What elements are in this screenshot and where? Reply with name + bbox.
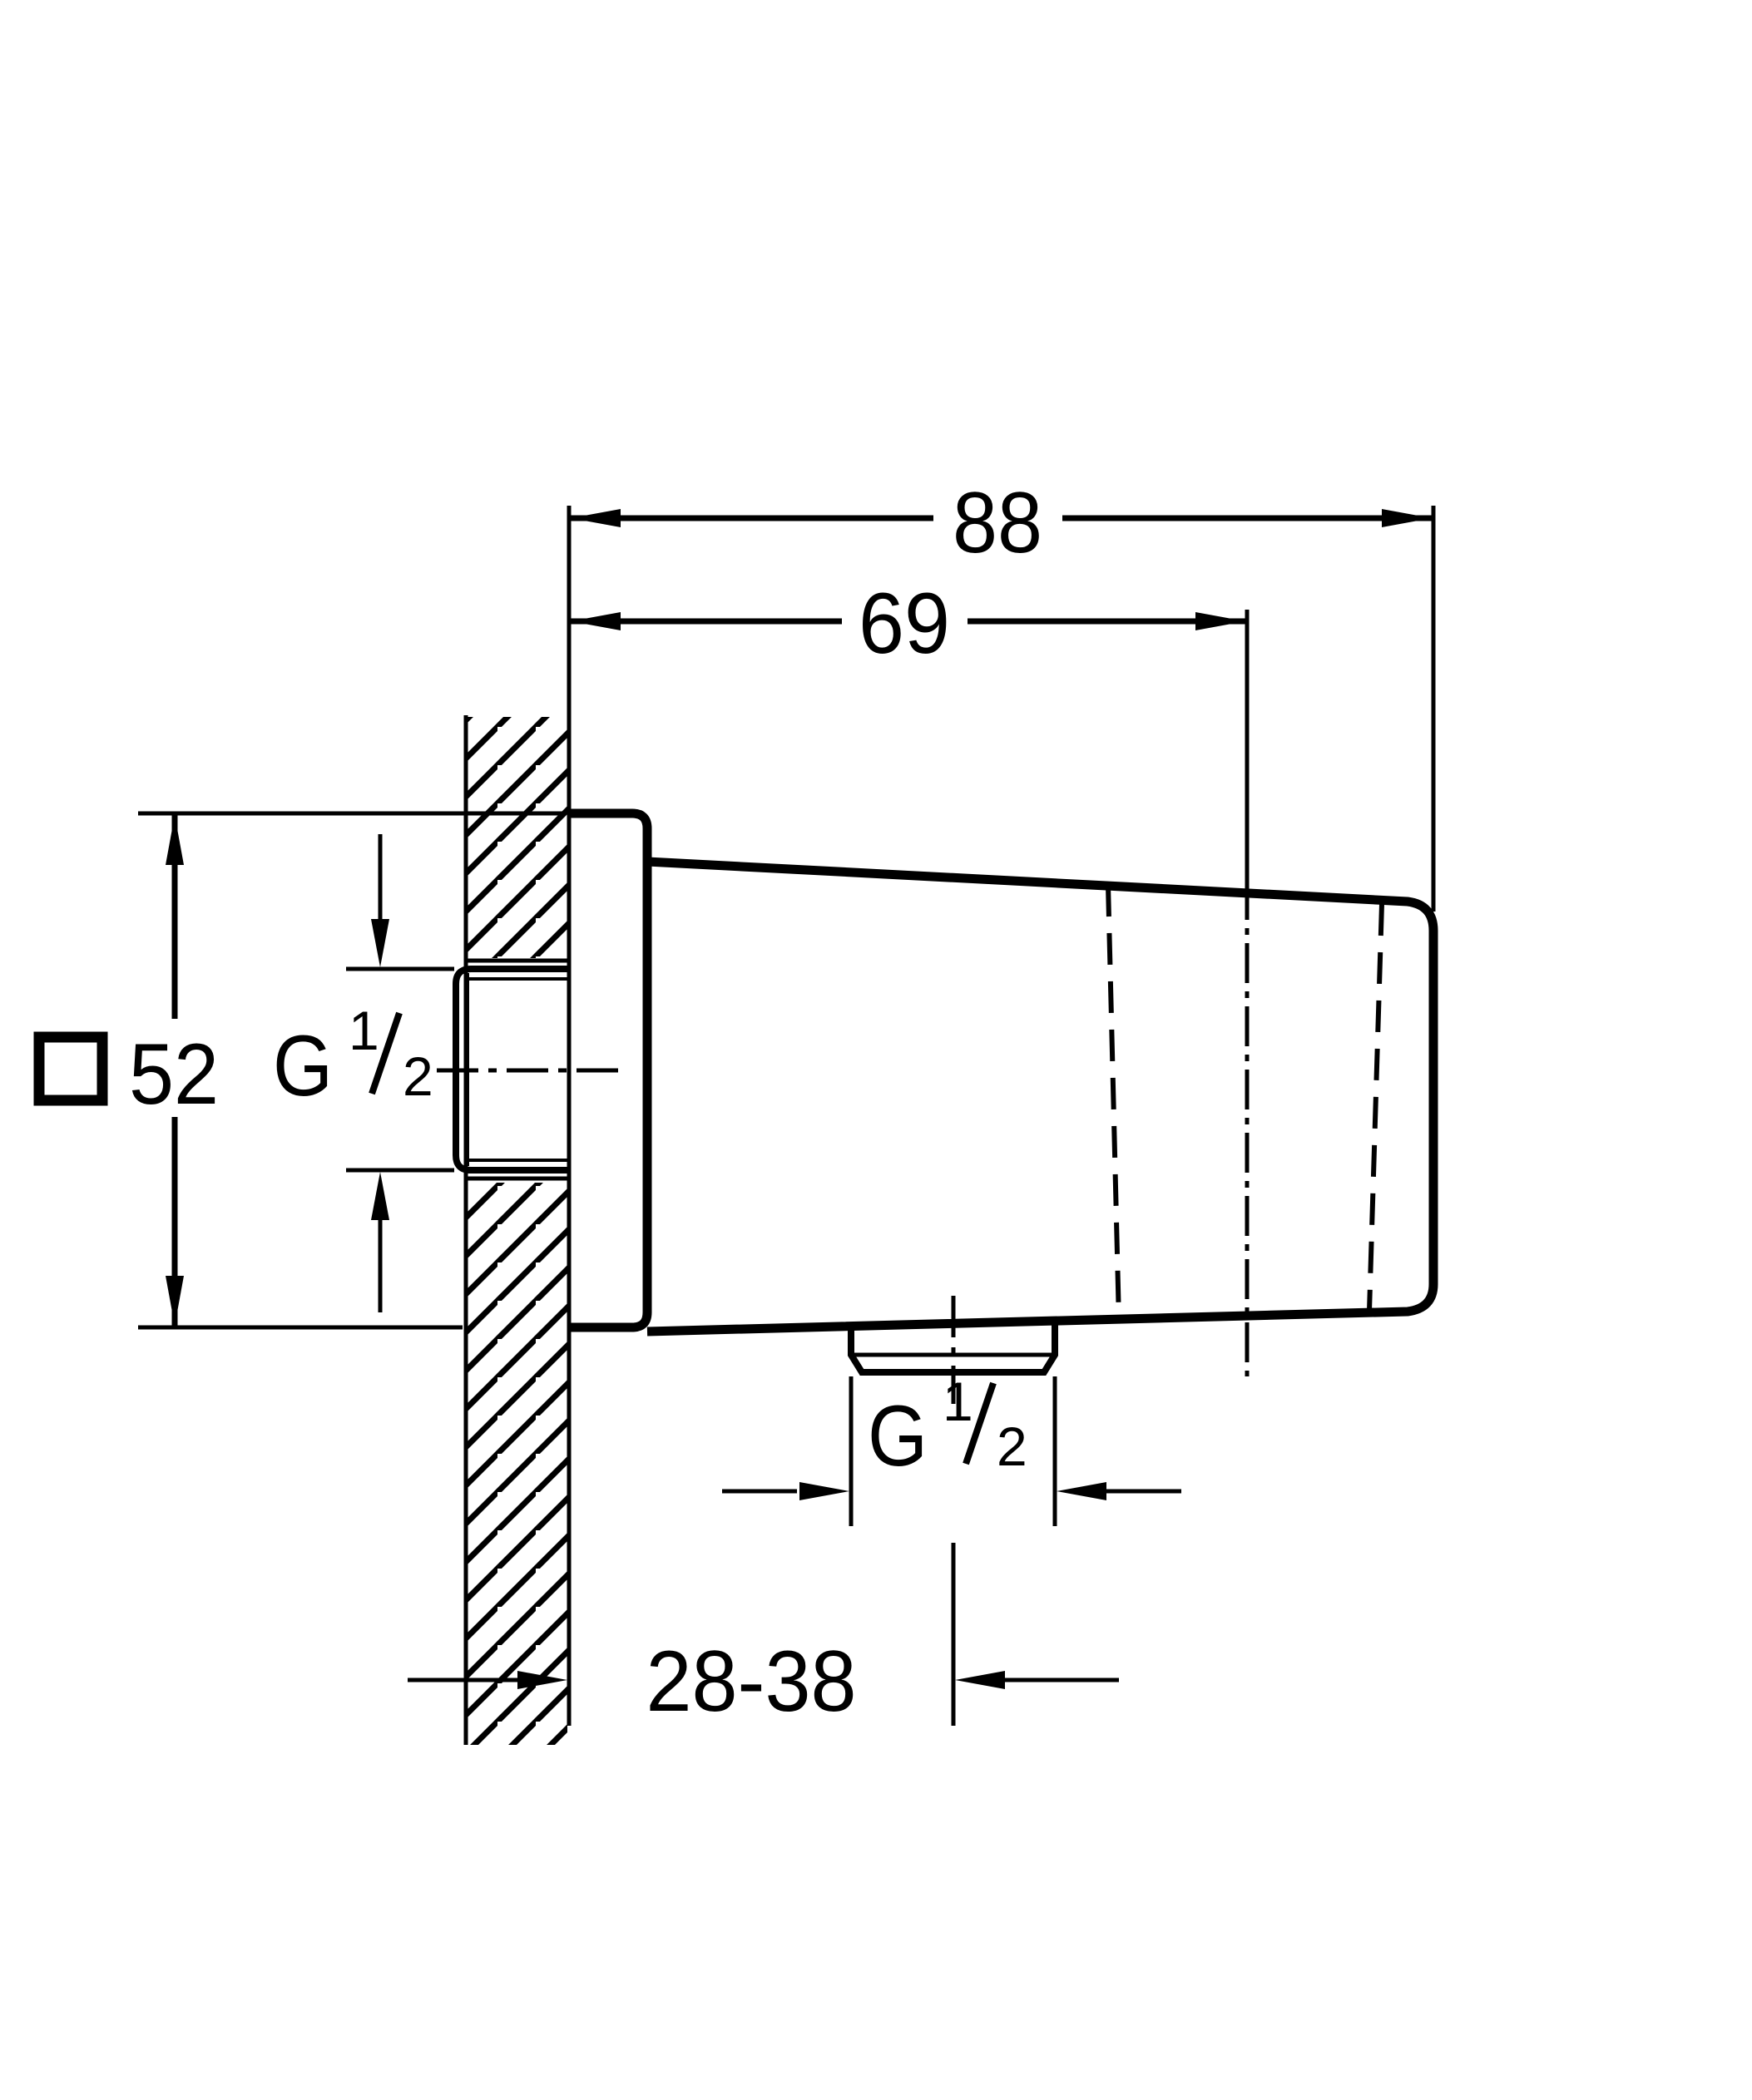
outlet-dim-right-arrowhead	[1057, 1482, 1106, 1500]
inlet-thread-fraction-slash	[369, 1011, 403, 1095]
outlet-thread-numerator: 1	[943, 1371, 973, 1432]
square-symbol	[33, 1031, 108, 1106]
dim69-value: 69	[859, 576, 950, 672]
wall-hatching-lower	[468, 1183, 567, 1745]
dim52-bottom-arrowhead	[166, 1276, 184, 1326]
dim52-value: 52	[129, 1026, 219, 1123]
elbow-body	[646, 857, 1438, 1337]
outlet-dim-left-arrowhead	[799, 1482, 849, 1500]
dim88-right-arrowhead	[1382, 509, 1432, 527]
dimension-escutcheon: 52	[33, 811, 566, 1330]
escutcheon-flange	[569, 808, 652, 1332]
inlet-dim-lower-arrowhead	[371, 1172, 389, 1220]
dim88-value: 88	[953, 475, 1042, 571]
dim2838-left-arrowhead	[517, 1671, 567, 1689]
outlet-thread-label: G 1 2	[868, 1371, 1027, 1485]
outlet-thread-prefix: G	[868, 1388, 928, 1485]
body-outline	[646, 857, 1438, 1337]
inlet-thread-dimension	[346, 834, 454, 1312]
inlet-thread-numerator: 1	[349, 1000, 379, 1061]
dimension-wall-depth: 28-38	[408, 1633, 1119, 1730]
wall-section	[463, 506, 572, 1745]
dim2838-right-arrowhead	[955, 1671, 1005, 1689]
dimension-overall-width: 88	[569, 475, 1436, 912]
body-hidden-edge-left	[1106, 884, 1121, 1322]
dimension-wall-to-axis: 69	[569, 576, 1247, 672]
outlet-width-dimension	[722, 1376, 1181, 1526]
inlet-dim-upper-arrowhead	[371, 919, 389, 967]
outlet-thread-denominator: 2	[997, 1416, 1027, 1477]
inlet-thread-label: G 1 2	[273, 1000, 433, 1114]
inlet-thread-denominator: 2	[403, 1045, 433, 1107]
dim88-left-arrowhead	[571, 509, 621, 527]
body-hidden-edge-right	[1367, 903, 1384, 1312]
dim52-top-arrowhead	[166, 815, 184, 865]
dim69-right-arrowhead	[1195, 612, 1245, 630]
dim2838-value: 28-38	[646, 1633, 857, 1730]
inlet-thread-prefix: G	[273, 1018, 333, 1114]
dim69-left-arrowhead	[571, 612, 621, 630]
wall-hatching-upper	[468, 717, 567, 958]
outlet-thread-fraction-slash	[963, 1381, 997, 1465]
